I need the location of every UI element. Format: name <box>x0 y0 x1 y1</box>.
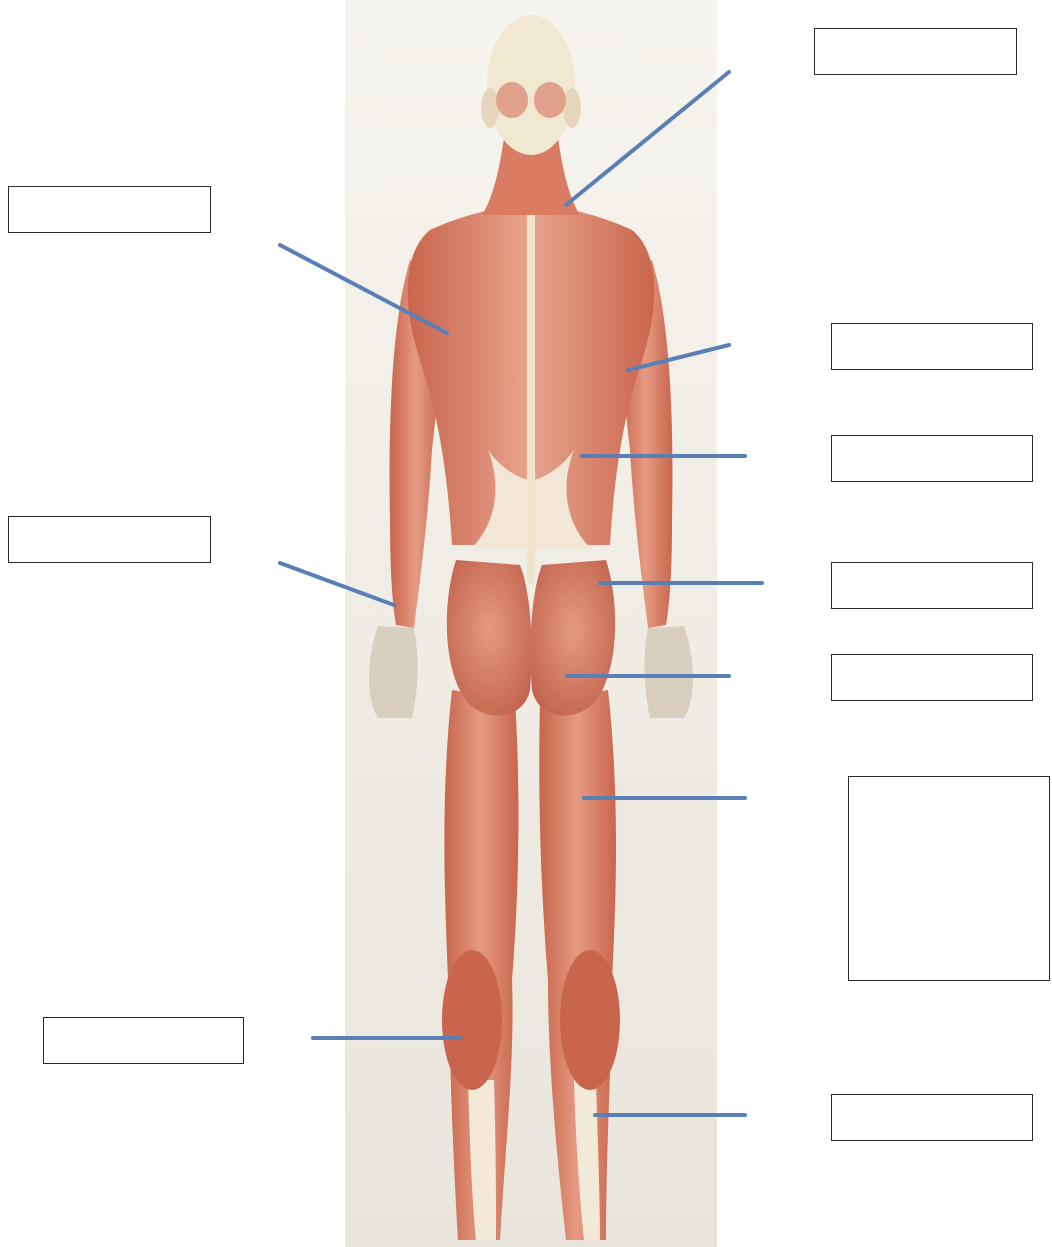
label-box-9[interactable] <box>43 1017 244 1064</box>
label-box-4[interactable] <box>831 435 1033 482</box>
head <box>487 15 575 155</box>
label-box-1[interactable] <box>814 28 1017 75</box>
label-box-6[interactable] <box>831 562 1033 609</box>
label-box-7[interactable] <box>831 654 1033 701</box>
label-box-5[interactable] <box>8 516 211 563</box>
right-hand <box>644 626 693 718</box>
label-box-8[interactable] <box>848 776 1050 981</box>
left-calf <box>442 950 502 1090</box>
right-ear <box>563 88 581 128</box>
right-calf <box>560 950 620 1090</box>
right-occipital <box>534 82 566 118</box>
left-hand <box>369 626 418 718</box>
label-box-10[interactable] <box>831 1094 1033 1141</box>
left-ear <box>481 88 499 128</box>
label-box-2[interactable] <box>8 186 211 233</box>
label-box-3[interactable] <box>831 323 1033 370</box>
left-occipital <box>496 82 528 118</box>
